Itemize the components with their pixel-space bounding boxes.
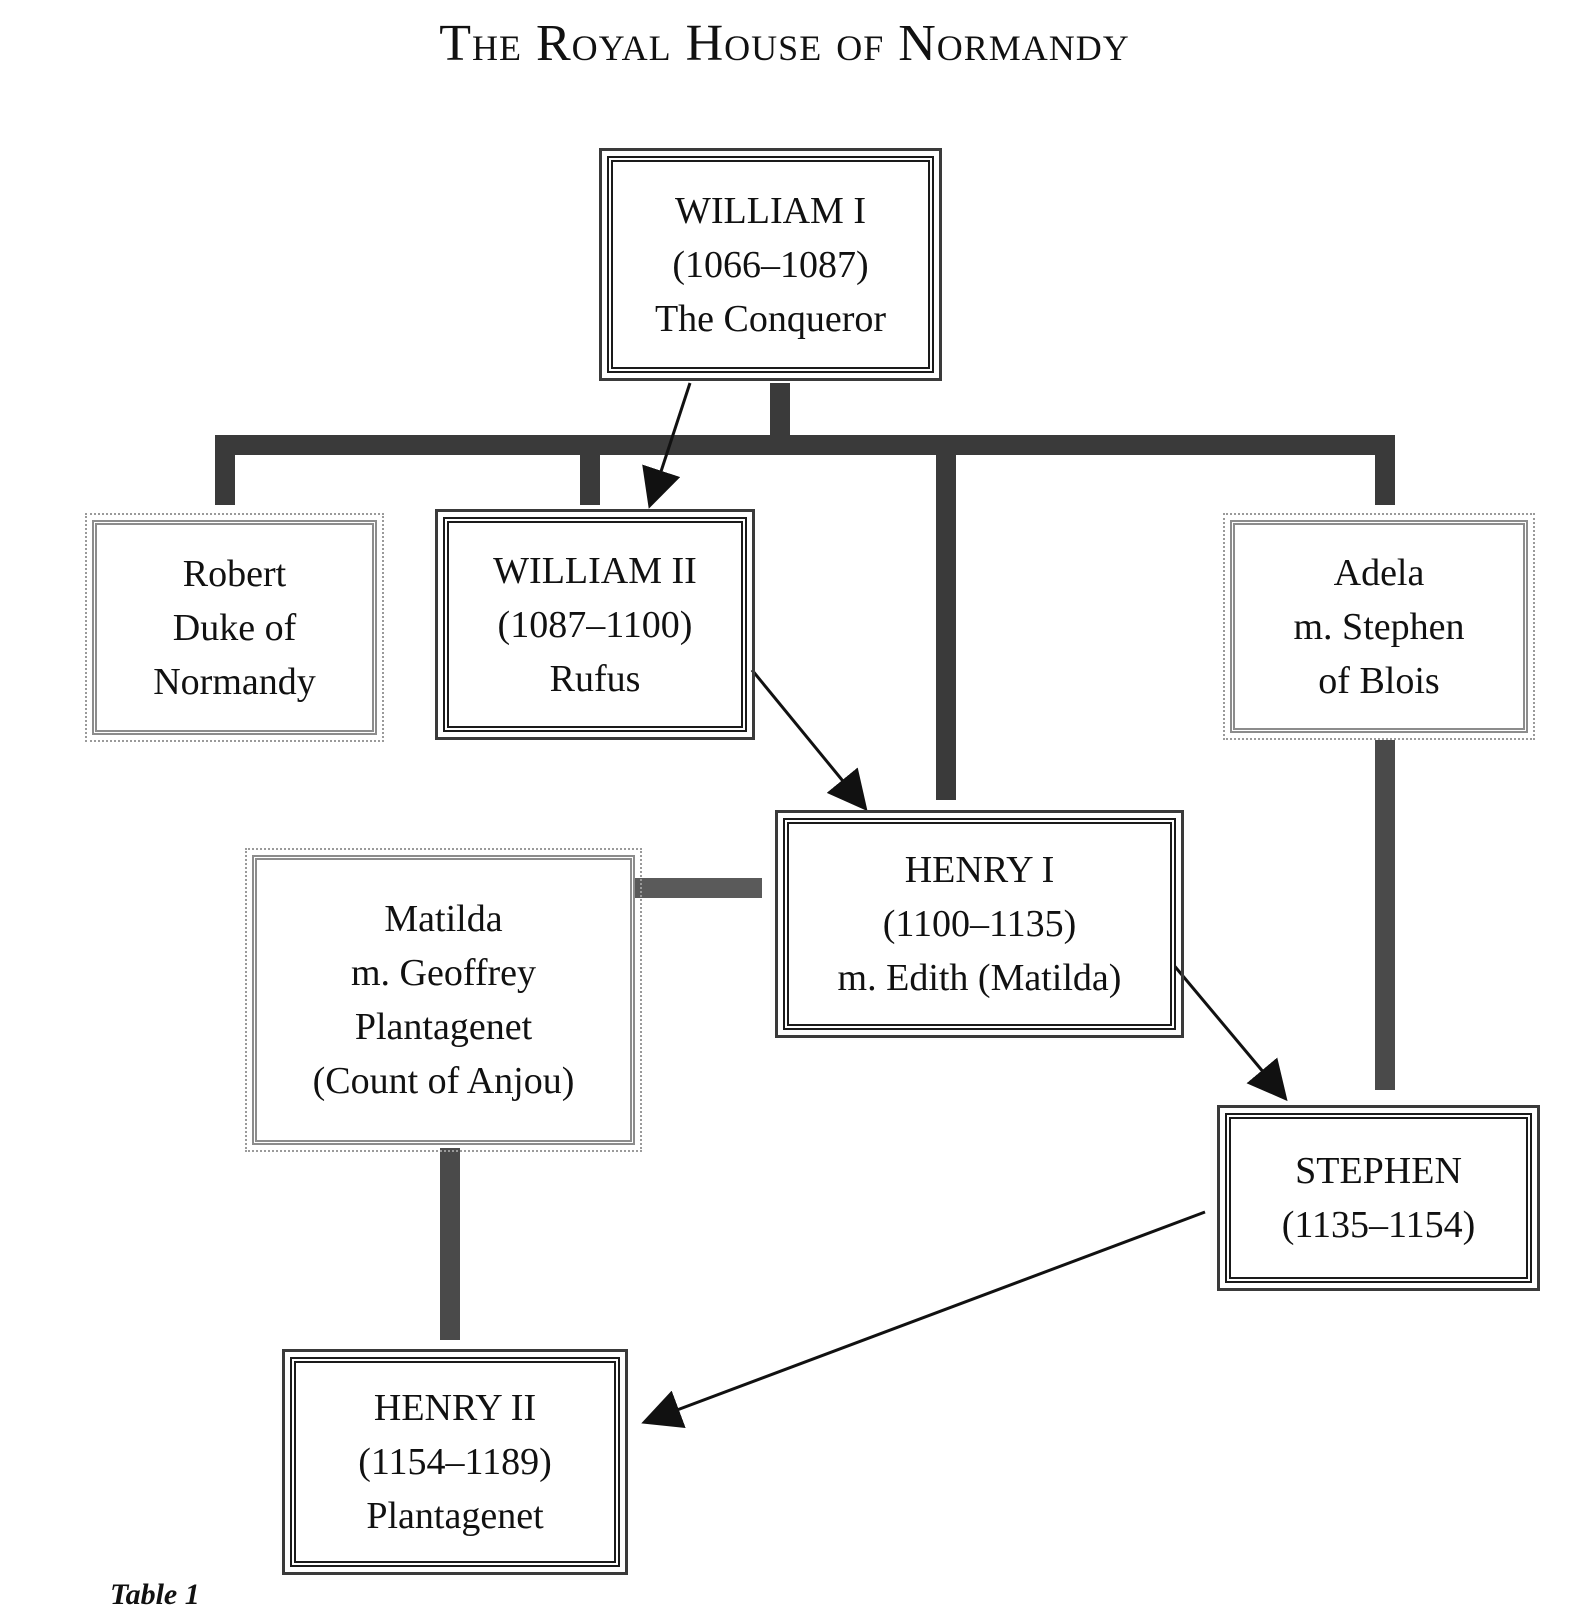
succession-arrow-stephen-to-henry2 [641,1210,1206,1429]
node-name: Matilda [384,898,503,940]
node-name: HENRY I [904,849,1055,891]
node-william-ii: WILLIAM II (1087–1100) Rufus [435,509,755,740]
table-caption: Table 1 [110,1578,200,1611]
node-title: Normandy [153,660,316,703]
node-name: WILLIAM I [675,189,866,232]
node-robert: Robert Duke of Normandy [85,513,384,742]
node-adela: Adela m. Stephen of Blois [1223,513,1535,740]
node-marriage: m. Edith (Matilda) [837,957,1122,999]
node-name: Adela [1333,551,1425,594]
succession-arrow-william1-to-william2 [642,382,692,509]
node-henry-i: HENRY I (1100–1135) m. Edith (Matilda) [775,810,1184,1038]
node-name: Robert [182,552,287,595]
diagram-title: The Royal House of Normandy [439,15,1130,72]
node-epithet: Plantagenet [366,1495,544,1537]
node-name: STEPHEN [1295,1150,1462,1192]
node-name: HENRY II [373,1387,537,1429]
node-title: Duke of [172,606,297,649]
node-epithet: The Conqueror [654,297,887,340]
succession-arrow-henry1-to-stephen [1170,962,1288,1102]
node-matilda: Matilda m. Geoffrey Plantagenet (Count o… [245,848,642,1152]
node-william-i: WILLIAM I (1066–1087) The Conqueror [599,148,942,381]
node-marriage: m. Stephen [1293,605,1465,648]
node-marriage: of Blois [1318,659,1440,702]
node-reign: (1135–1154) [1281,1204,1476,1246]
node-marriage: m. Geoffrey [350,952,536,994]
node-henry-ii: HENRY II (1154–1189) Plantagenet [282,1349,628,1575]
succession-arrow-william2-to-henry1 [750,669,868,812]
node-name: WILLIAM II [493,549,697,592]
node-marriage: (Count of Anjou) [312,1060,575,1102]
node-reign: (1154–1189) [358,1441,552,1483]
node-stephen: STEPHEN (1135–1154) [1217,1105,1540,1291]
node-reign: (1100–1135) [882,903,1077,945]
node-marriage: Plantagenet [354,1006,533,1048]
node-reign: (1087–1100) [497,603,693,646]
node-reign: (1066–1087) [672,243,869,286]
node-epithet: Rufus [549,657,641,700]
